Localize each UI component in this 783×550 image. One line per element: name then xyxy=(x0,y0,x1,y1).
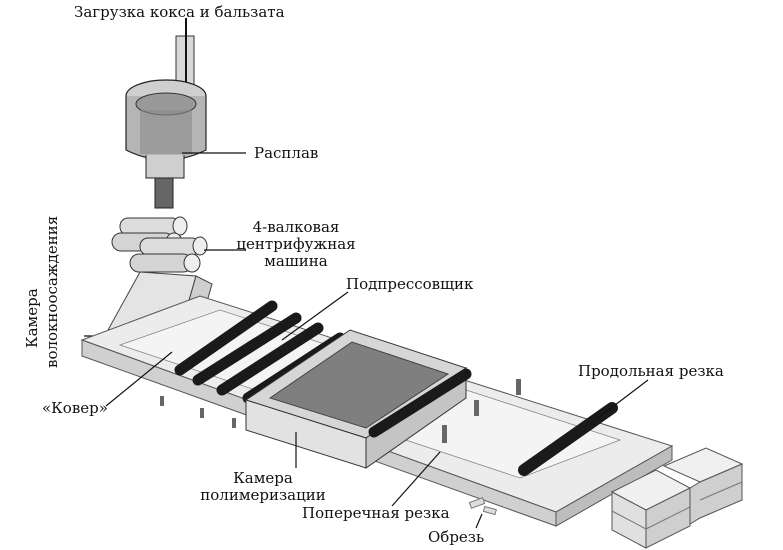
label-centrifuge-line3: машина xyxy=(264,252,328,270)
label-long-cut: Продольная резка xyxy=(578,362,724,380)
label-poly-line1: Камера xyxy=(233,469,293,487)
label-chamber-line2: волокноосаждения xyxy=(43,215,61,368)
centrifuge-machine xyxy=(111,216,208,273)
long-cut-roller xyxy=(518,402,618,476)
product-stacks xyxy=(610,447,744,549)
melting-furnace xyxy=(125,79,207,209)
label-chamber-line1: Камера xyxy=(23,288,41,348)
label-trim: Обрезь xyxy=(428,528,485,546)
presser-leader xyxy=(281,291,349,341)
label-polymerization: Камера полимеризации xyxy=(198,470,328,504)
label-carpet: «Ковер» xyxy=(42,399,108,417)
label-centrifuge: 4-валковая центрифужная машина xyxy=(232,219,360,270)
label-cross-cut: Поперечная резка xyxy=(302,504,450,522)
trim-leader xyxy=(475,513,483,529)
trim-pieces xyxy=(468,497,497,516)
label-poly-line2: полимеризации xyxy=(200,486,326,504)
long-cut-leader xyxy=(597,379,649,419)
cross-cut-leader xyxy=(391,451,441,507)
carpet-leader xyxy=(105,351,173,407)
label-presser: Подпрессовщик xyxy=(346,275,474,293)
label-centrifuge-line1: 4-валковая xyxy=(252,218,340,236)
label-loading: Загрузка кокса и бальзата xyxy=(74,3,285,21)
label-centrifuge-line2: центрифужная xyxy=(236,235,356,253)
cross-cut-roller xyxy=(368,368,472,438)
label-melt: Расплав xyxy=(254,144,319,162)
rail-posts xyxy=(160,379,521,443)
polymerization-box xyxy=(244,329,468,469)
